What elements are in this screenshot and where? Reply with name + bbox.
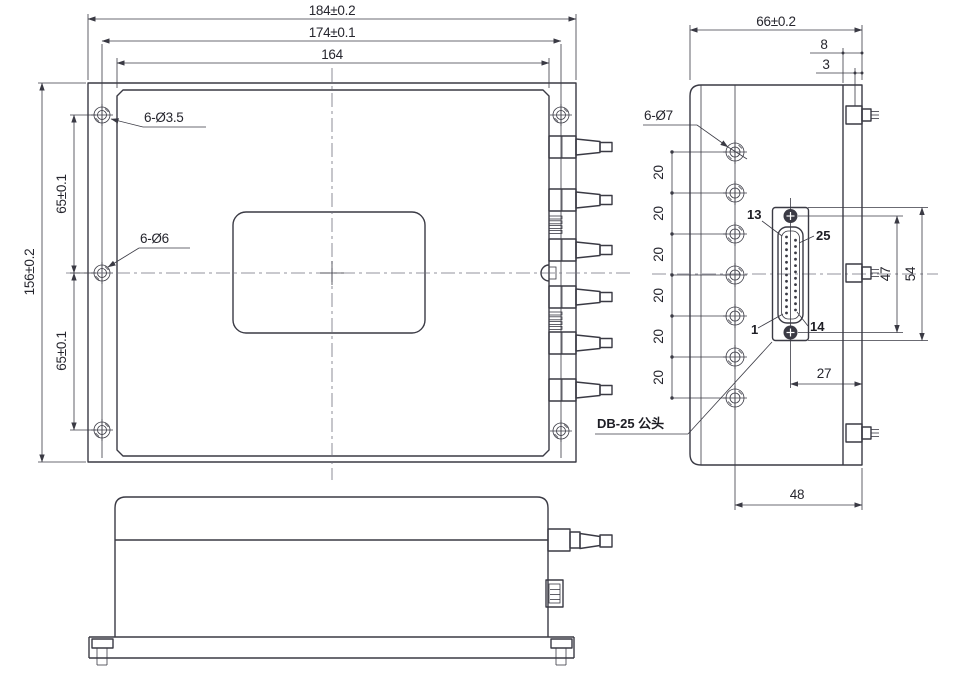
dim-port-spacing-4: 20 [651,288,666,302]
side-view-outline [689,84,863,466]
db25-shell-inner [781,230,800,320]
front-fiber-connector [547,528,613,552]
callout-lid-screws: 6-Ø3.5 [144,110,183,125]
callout-base-holes: 6-Ø6 [140,231,169,246]
front-view-outline [114,496,549,637]
callout-port-holes: 6-Ø7 [644,108,673,123]
fiber-connectors [548,135,613,402]
dim-flange-height: 54 [903,266,918,281]
side-view: 13 25 1 14 66±0.2 8 3 [595,14,938,510]
dim-depth: 66±0.2 [756,14,795,29]
dim-port-spacing-1: 20 [651,165,666,179]
dim-offset-a: 8 [820,37,827,52]
dim-offset-b: 3 [822,57,829,72]
db25-pin-label-14: 14 [810,319,825,334]
db25-screw [782,324,799,341]
edge-tab [845,263,879,283]
dim-hole-spacing-bottom: 65±0.1 [54,331,69,370]
dim-port-spacing-2: 20 [651,206,666,220]
dim-screw-span: 47 [878,267,893,281]
db25-pin-label-25: 25 [816,228,830,243]
db25-pins [785,235,797,315]
fiber-connector [548,188,613,212]
fiber-connector [548,238,613,262]
front-view [88,496,613,666]
top-view-lid-outline [116,89,550,457]
top-view-dimensions: 184±0.2 174±0.1 164 156±0.2 65±0.1 65±0.… [22,3,577,463]
foot-screw-right [550,638,573,666]
dim-port-spacing-5: 20 [651,329,666,343]
dim-height-outer: 156±0.2 [22,249,37,296]
db25-shell [777,226,804,324]
foot-screw-left [91,638,114,666]
dim-width-outer: 184±0.2 [309,3,356,18]
db25-pin-label-1: 1 [751,322,758,337]
side-view-dimensions: 66±0.2 8 3 20 20 20 20 20 20 4 [595,14,928,510]
edge-tab [845,105,879,125]
callout-db25: DB-25 公头 [597,416,664,431]
dim-port-spacing-6: 20 [651,370,666,384]
dim-base-width: 48 [790,487,804,502]
fiber-connector [548,135,613,159]
dim-width-holes: 174±0.1 [309,25,356,40]
dim-hole-spacing-top: 65±0.1 [54,174,69,213]
fiber-connector [548,331,613,355]
dim-connector-offset: 27 [817,366,831,381]
top-view: 184±0.2 174±0.1 164 156±0.2 65±0.1 65±0.… [22,3,630,480]
dim-width-lid: 164 [321,47,343,62]
db25-pin-label-13: 13 [747,207,761,222]
fiber-connector [548,285,613,309]
db25-flange [771,206,810,342]
db25-screw [782,208,799,224]
dim-port-spacing-3: 20 [651,247,666,261]
db25-connector: 13 25 1 14 [747,198,830,388]
fiber-connector [548,378,613,402]
label-recess [232,211,426,334]
front-receptacle [545,579,564,608]
center-port-detail [540,264,557,282]
edge-tab [845,423,879,443]
edge-terminal-detail [548,215,563,330]
